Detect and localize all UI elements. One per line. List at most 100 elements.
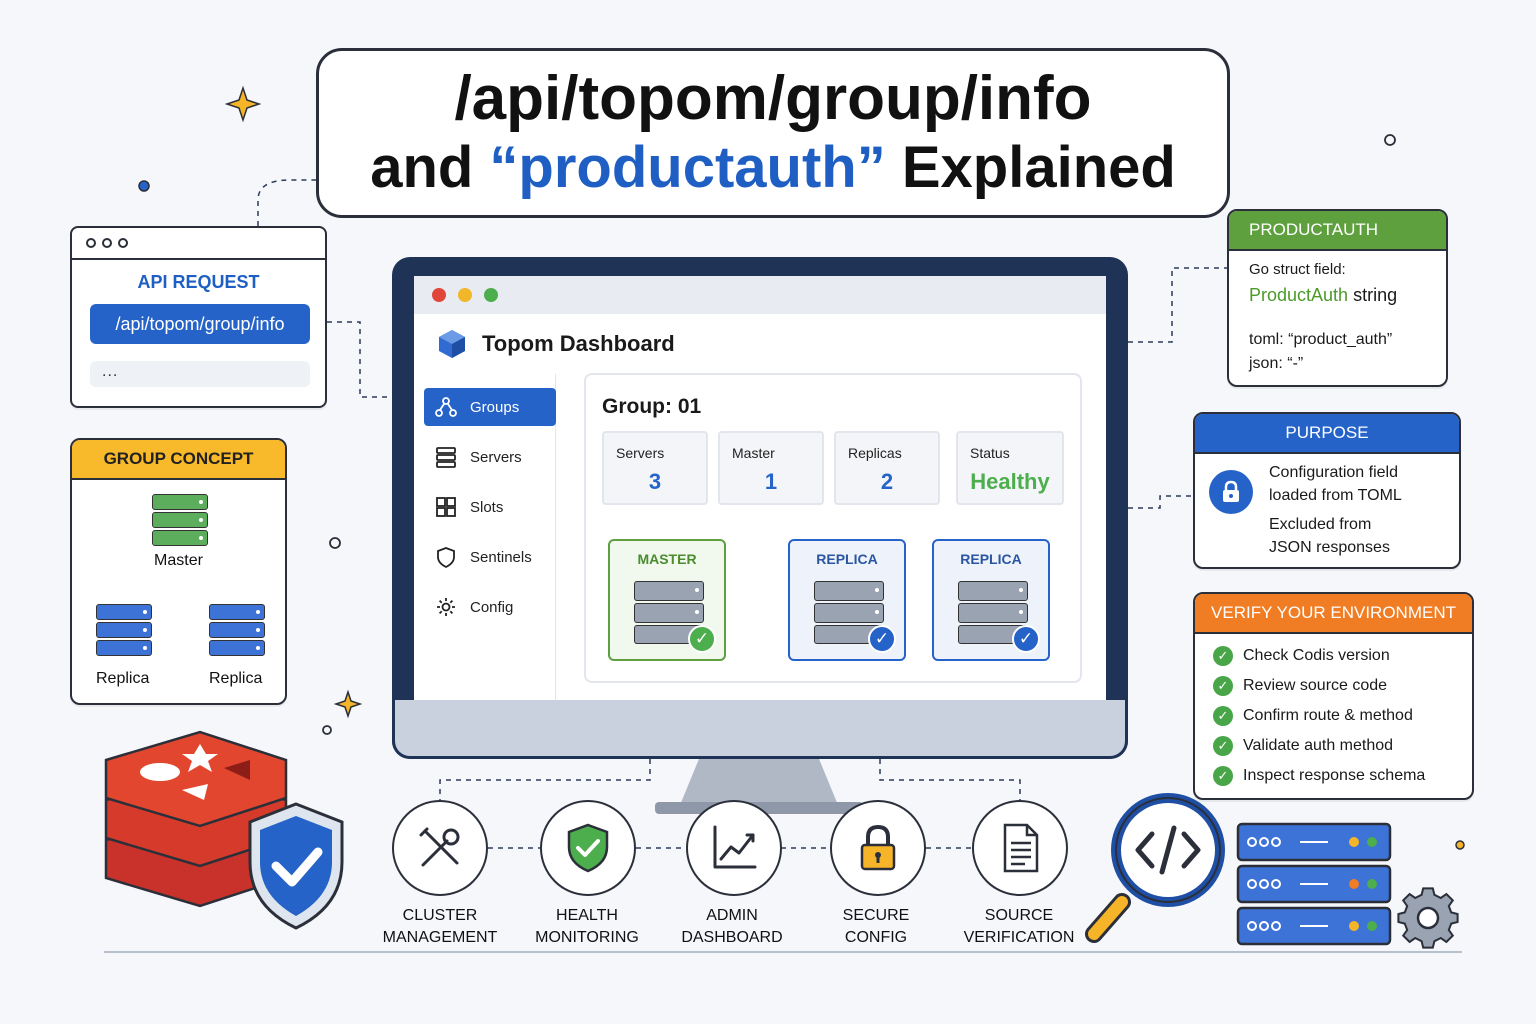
window-titlebar xyxy=(72,228,325,260)
server-rack-icon xyxy=(1236,822,1459,949)
secure-config-feature xyxy=(830,800,926,896)
purpose-line4: JSON responses xyxy=(1269,539,1390,556)
feature-label-line2: CONFIG xyxy=(844,929,908,946)
stat-value: Healthy xyxy=(970,469,1050,494)
title-line1: /api/topom/group/info xyxy=(454,64,1092,133)
stat-master: Master 1 xyxy=(718,431,824,505)
title-prefix: and xyxy=(370,135,490,200)
purpose-line3: Excluded from xyxy=(1269,516,1372,533)
replica-label-right: Replica xyxy=(209,670,263,687)
chart-trend-icon xyxy=(713,825,757,869)
window-dot-icon xyxy=(118,238,128,248)
stat-servers: Servers 3 xyxy=(602,431,708,505)
redis-logo-icon xyxy=(104,730,344,930)
feature-label: HEALTH MONITORING xyxy=(512,905,662,949)
check-icon: ✓ xyxy=(1213,646,1233,666)
verify-item: ✓Review source code xyxy=(1213,676,1387,696)
padlock-icon xyxy=(860,824,896,871)
verify-header: VERIFY YOUR ENVIRONMENT xyxy=(1195,594,1472,634)
verify-item-label: Check Codis version xyxy=(1243,647,1390,664)
source-verification-feature xyxy=(972,800,1068,896)
api-more-placeholder: ... xyxy=(90,361,310,387)
maximize-dot-icon[interactable] xyxy=(484,288,498,302)
master-label: Master xyxy=(154,552,203,569)
title-suffix: Explained xyxy=(885,135,1176,200)
title-banner: /api/topom/group/info and “productauth” … xyxy=(316,48,1230,218)
tools-icon xyxy=(419,827,460,867)
feature-label-line1: CLUSTER xyxy=(402,907,478,924)
stat-label: Status xyxy=(970,445,1010,461)
replica-server-icon xyxy=(96,604,152,657)
verify-item: ✓ Validate auth method xyxy=(1213,736,1393,756)
dashboard-screen: Topom Dashboard Groups Servers Slots Sen… xyxy=(414,276,1106,700)
sidebar-item-config[interactable]: Config xyxy=(424,588,556,626)
api-request-label: API REQUEST xyxy=(137,272,260,292)
app-title: Topom Dashboard xyxy=(482,331,675,356)
code-magnifier-icon xyxy=(1085,793,1225,943)
title-line2: and “productauth” Explained xyxy=(370,134,1176,202)
group-panel: Group: 01 Servers 3 Master 1 Replicas 2 … xyxy=(584,373,1082,683)
window-dot-icon xyxy=(86,238,96,248)
window-dot-icon xyxy=(102,238,112,248)
toml-tag: toml: “product_auth” xyxy=(1249,331,1393,348)
purpose-line2: loaded from TOML xyxy=(1269,487,1402,504)
verify-item: ✓ Inspect response schema xyxy=(1213,766,1425,786)
struct-label: Go struct field: xyxy=(1249,261,1346,278)
productauth-card: PRODUCTAUTH Go struct field: ProductAuth… xyxy=(1227,209,1448,387)
verify-item-label: Review source code xyxy=(1243,677,1388,694)
slots-icon xyxy=(434,495,458,519)
check-icon: ✓ xyxy=(1213,766,1233,786)
node-label: REPLICA xyxy=(816,551,878,567)
node-master[interactable]: MASTER ✓ xyxy=(608,539,726,661)
check-icon: ✓ xyxy=(1213,736,1233,756)
server-icon xyxy=(958,581,1028,645)
stat-label: Master xyxy=(732,445,775,461)
sidebar: Groups Servers Slots Sentinels Config xyxy=(414,374,556,700)
title-highlight: “productauth” xyxy=(489,135,886,200)
verify-item: ✓ Check Codis version xyxy=(1213,646,1390,666)
health-shield-icon xyxy=(567,823,609,873)
replica-label-left: Replica xyxy=(96,670,150,687)
monitor-stand xyxy=(680,759,838,805)
node-replica-1[interactable]: REPLICA ✓ xyxy=(788,539,906,661)
node-label: REPLICA xyxy=(960,551,1022,567)
api-route-pill[interactable]: /api/topom/group/info xyxy=(90,304,310,344)
topom-logo-icon xyxy=(439,330,465,358)
purpose-header: PURPOSE xyxy=(1195,414,1459,454)
check-icon: ✓ xyxy=(1012,625,1040,653)
verify-item-label: Inspect response schema xyxy=(1243,767,1426,784)
sidebar-item-label: Config xyxy=(470,598,514,616)
close-dot-icon[interactable] xyxy=(432,288,446,302)
master-server-icon xyxy=(152,494,208,547)
sidebar-item-label: Slots xyxy=(470,498,504,516)
replica-server-icon xyxy=(209,604,265,657)
document-icon xyxy=(1003,823,1039,873)
field-type: string xyxy=(1353,285,1398,305)
sidebar-item-label: Servers xyxy=(470,448,522,466)
check-icon: ✓ xyxy=(868,625,896,653)
groups-icon xyxy=(434,395,458,419)
feature-label-line2: MONITORING xyxy=(535,929,639,946)
verify-item-label: Validate auth method xyxy=(1243,737,1394,754)
server-icon xyxy=(814,581,884,645)
health-monitoring-feature xyxy=(540,800,636,896)
feature-label-line2: DASHBOARD xyxy=(681,929,783,946)
node-replica-2[interactable]: REPLICA ✓ xyxy=(932,539,1050,661)
minimize-dot-icon[interactable] xyxy=(458,288,472,302)
server-icon xyxy=(634,581,704,645)
group-concept-header: GROUP CONCEPT xyxy=(72,440,285,480)
stat-label: Replicas xyxy=(848,445,902,461)
sidebar-item-groups[interactable]: Groups xyxy=(424,388,556,426)
cluster-management-feature xyxy=(392,800,488,896)
sidebar-item-label: Groups xyxy=(470,398,520,416)
json-tag: json: “-” xyxy=(1249,355,1304,372)
feature-label-line1: HEALTH xyxy=(556,907,618,924)
sidebar-item-slots[interactable]: Slots xyxy=(424,488,556,526)
node-label: MASTER xyxy=(637,551,697,567)
api-request-card: API REQUEST /api/topom/group/info ... xyxy=(70,226,327,408)
sidebar-item-servers[interactable]: Servers xyxy=(424,438,556,476)
sidebar-item-sentinels[interactable]: Sentinels xyxy=(424,538,556,576)
